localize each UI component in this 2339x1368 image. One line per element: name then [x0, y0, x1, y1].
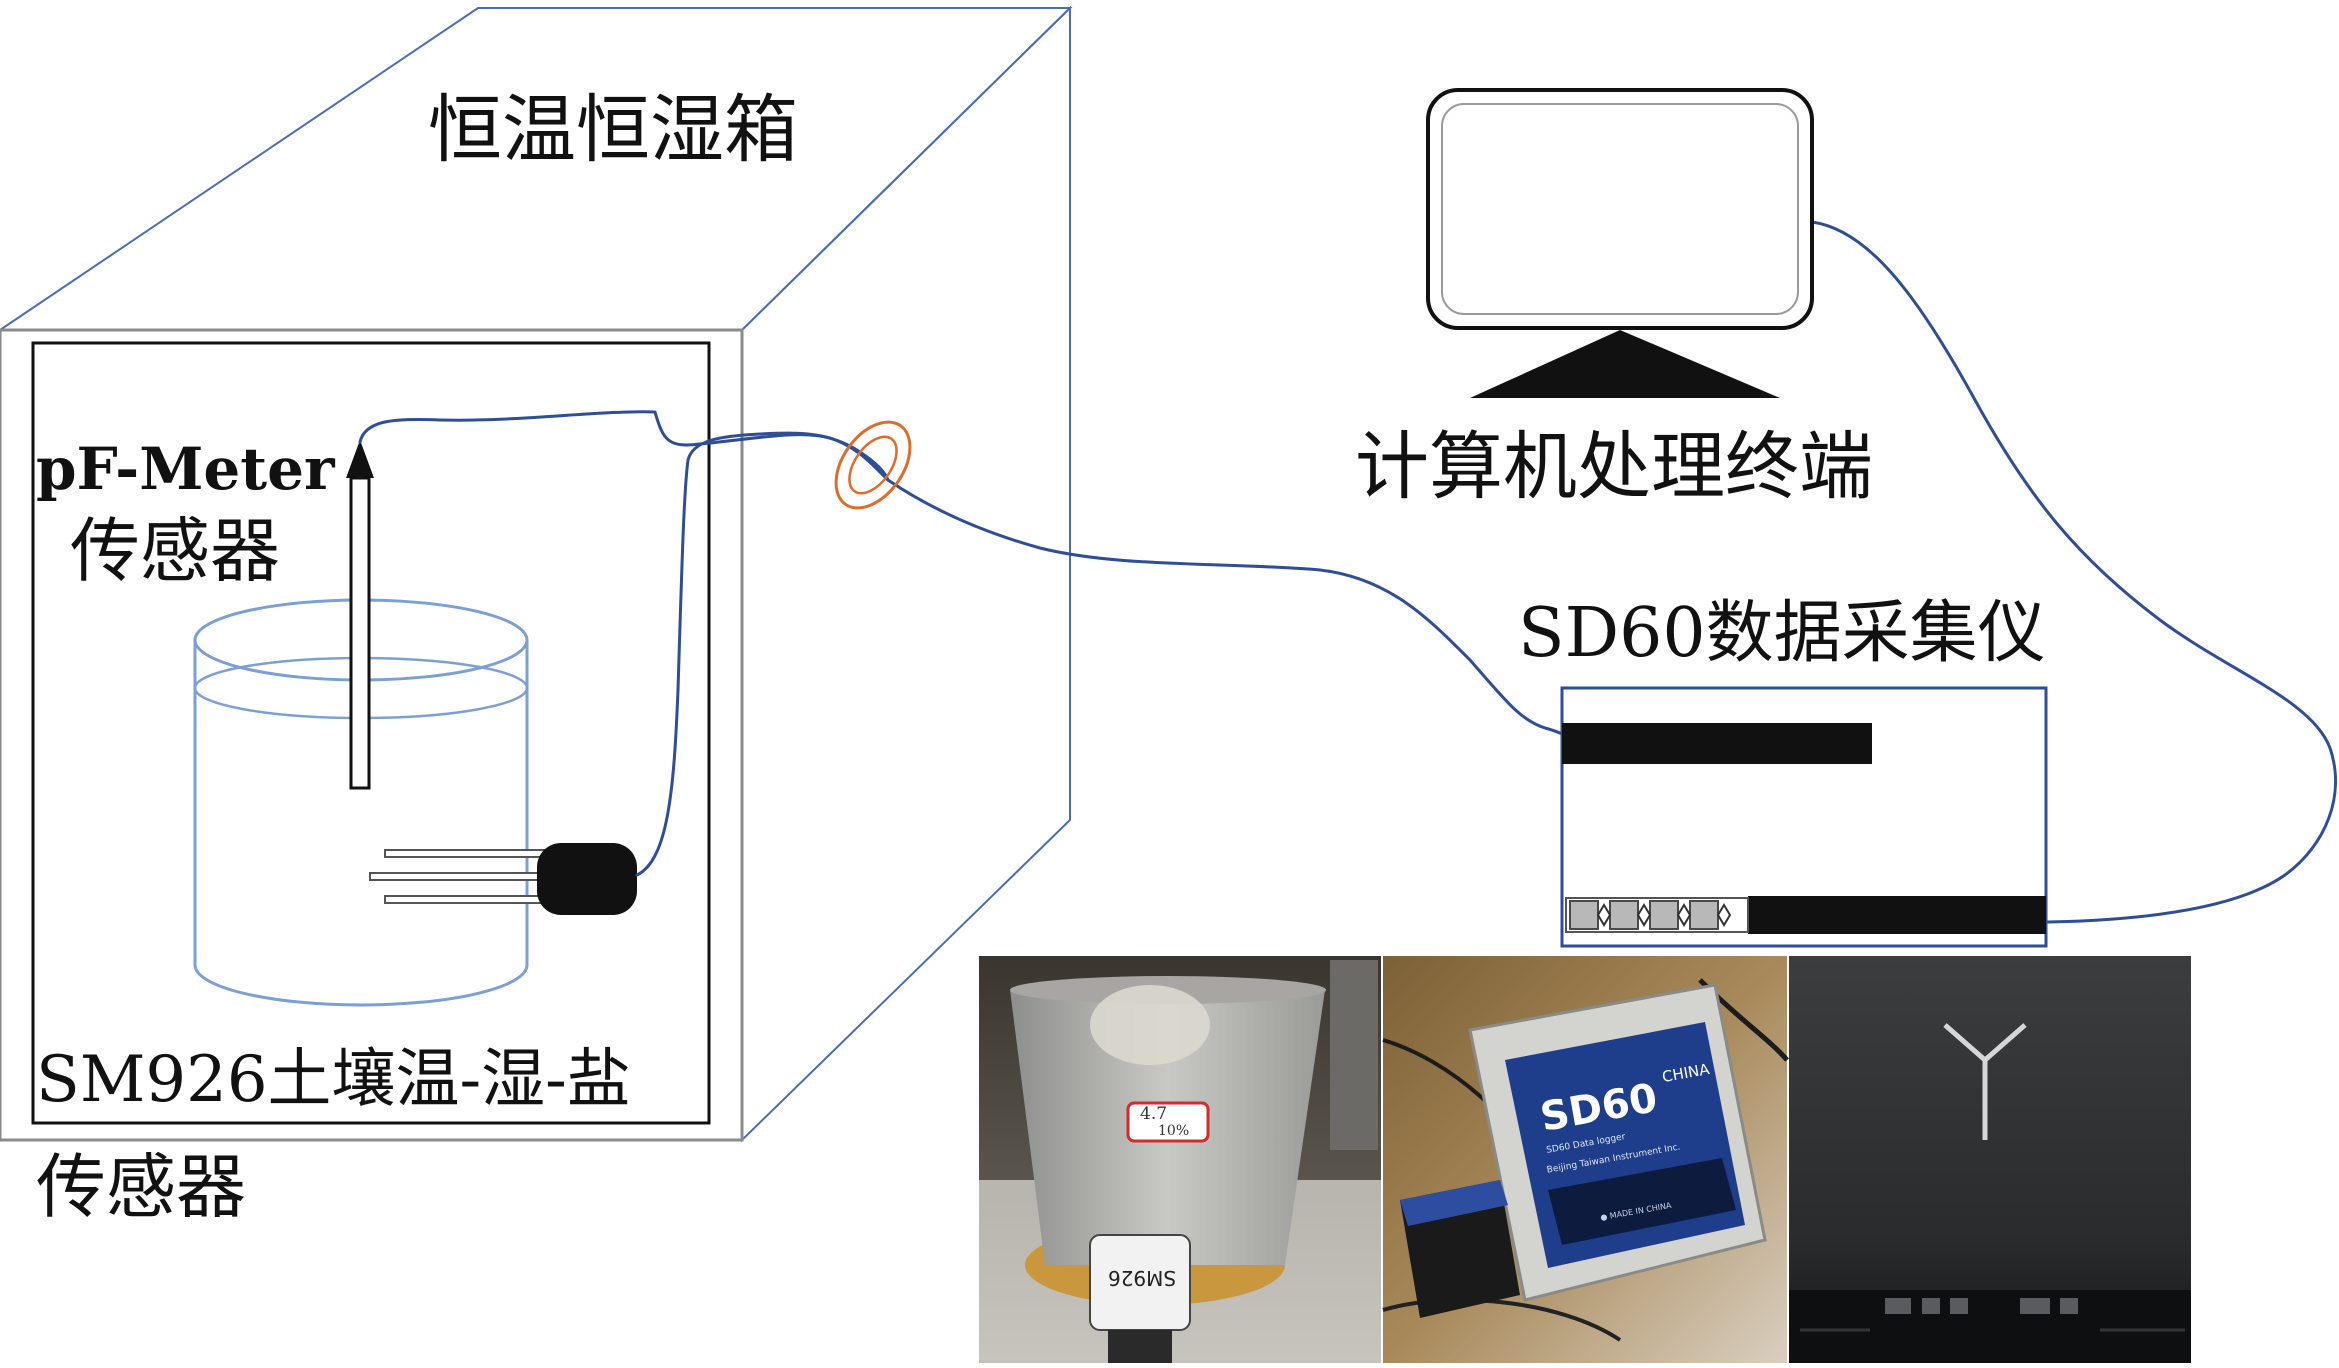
logger-top-bar	[1562, 723, 1872, 764]
sm926-body	[537, 843, 637, 915]
computer-label: 计算机处理终端	[1355, 424, 1873, 510]
computer-monitor	[1426, 88, 1814, 398]
cable-to-logger	[886, 478, 1582, 742]
laptop-ports	[1885, 1298, 2078, 1314]
monitor-stand	[1470, 330, 1780, 398]
pf-meter-probe	[349, 476, 371, 790]
sensor-tag: SM926	[1108, 1266, 1177, 1290]
pf-sensor-label-line1: pF-Meter	[36, 435, 335, 503]
cables	[358, 220, 2338, 924]
photo-soil-sample	[979, 956, 1381, 1363]
cylinder-bottom	[193, 964, 529, 1007]
sm926-sensor	[369, 843, 637, 915]
sm926-pin	[369, 872, 546, 881]
photo-laptop	[1789, 956, 2191, 1363]
sd60-logger	[1560, 686, 2048, 948]
photo-sd60-logger	[1382, 956, 1789, 1363]
cable-computer-to-logger	[1810, 220, 2338, 924]
sm926-sensor-label-line2: 传感器	[36, 1146, 246, 1228]
pf-sensor-label-line2: 传感器	[70, 510, 280, 592]
chamber-front-face	[0, 328, 744, 1142]
cable-pf-meter	[358, 410, 890, 482]
terminal-screws	[1596, 903, 1732, 927]
sm926-sensor-label-line1: SM926土壤温-湿-盐	[36, 1043, 631, 1117]
monitor-screen	[1441, 103, 1799, 315]
sample-tag-line2: 10%	[1158, 1123, 1190, 1139]
cable-sm926	[635, 431, 890, 877]
sample-tag	[1126, 1101, 1210, 1143]
sample-tag-line1: 4.7	[1140, 1104, 1168, 1124]
chamber-label: 恒温恒湿箱	[428, 87, 798, 173]
laptop-logo-icon	[1943, 1023, 2027, 1140]
logger-label: SD60数据采集仪	[1518, 594, 2046, 673]
logger-bottom-bar	[1748, 896, 2046, 934]
pf-meter-probe-tip	[346, 440, 374, 478]
feedthrough-ring	[834, 420, 912, 510]
chamber-inner-frame	[31, 341, 711, 1125]
sm926-pin	[384, 849, 546, 858]
sm926-pin	[384, 895, 546, 904]
